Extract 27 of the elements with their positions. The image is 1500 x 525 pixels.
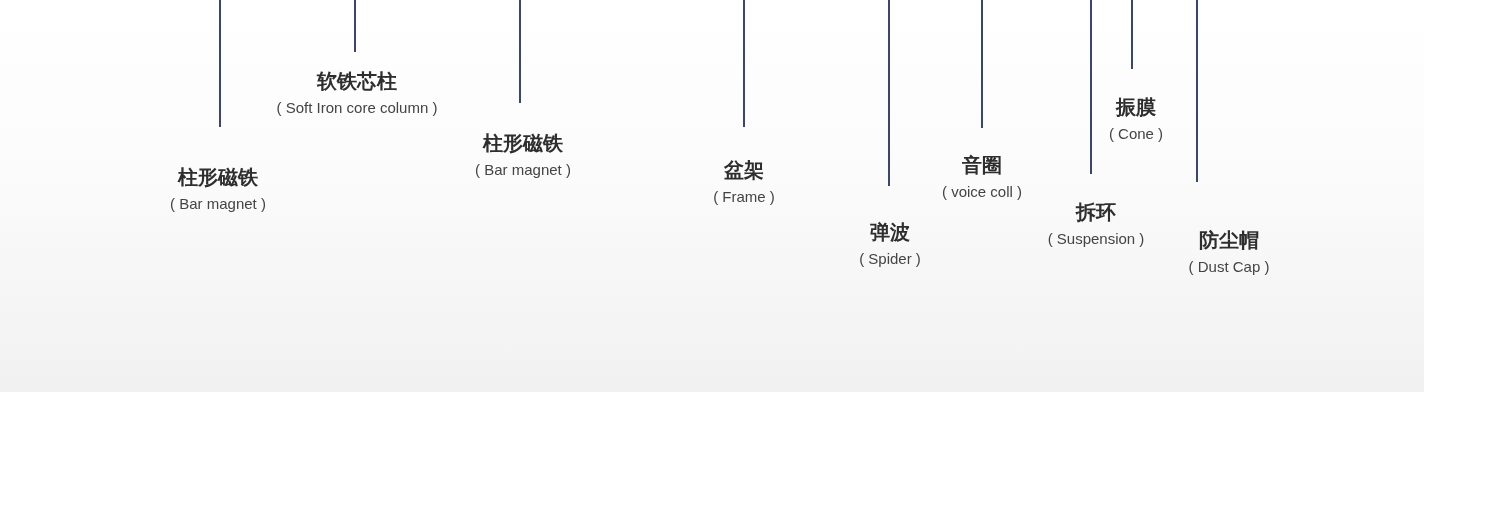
leader-line	[354, 0, 356, 53]
leader-line	[1196, 0, 1198, 183]
leader-line	[981, 0, 983, 129]
part-name: 振膜	[1116, 94, 1156, 120]
part-name-english: ( Suspension )	[1047, 229, 1145, 249]
part-name-english: ( Frame )	[713, 187, 775, 207]
leader-line	[219, 0, 221, 128]
leader-line	[743, 0, 745, 128]
part-name-english: ( Bar magnet )	[475, 160, 571, 180]
part-name-english: ( Bar magnet )	[170, 194, 266, 214]
part-name: 音圈	[962, 152, 1002, 178]
part-name-english: ( Dust Cap )	[1188, 257, 1270, 277]
leader-line	[519, 0, 521, 104]
part-name: 盆架	[724, 157, 764, 183]
part-name-english: ( Cone )	[1108, 124, 1164, 144]
part-name: 弹波	[870, 219, 910, 245]
part-name-english: ( Spider )	[859, 249, 921, 269]
leader-line	[888, 0, 890, 187]
part-name-english: ( voice coll )	[942, 182, 1022, 202]
leader-line	[1131, 0, 1133, 70]
part-name: 防尘帽	[1199, 227, 1259, 253]
part-name: 拆环	[1076, 199, 1116, 225]
part-name: 柱形磁铁	[483, 130, 563, 156]
part-name: 软铁芯柱	[317, 68, 397, 94]
part-name-english: ( Soft Iron core column )	[276, 98, 438, 118]
leader-line	[1090, 0, 1092, 175]
part-name: 柱形磁铁	[178, 164, 258, 190]
